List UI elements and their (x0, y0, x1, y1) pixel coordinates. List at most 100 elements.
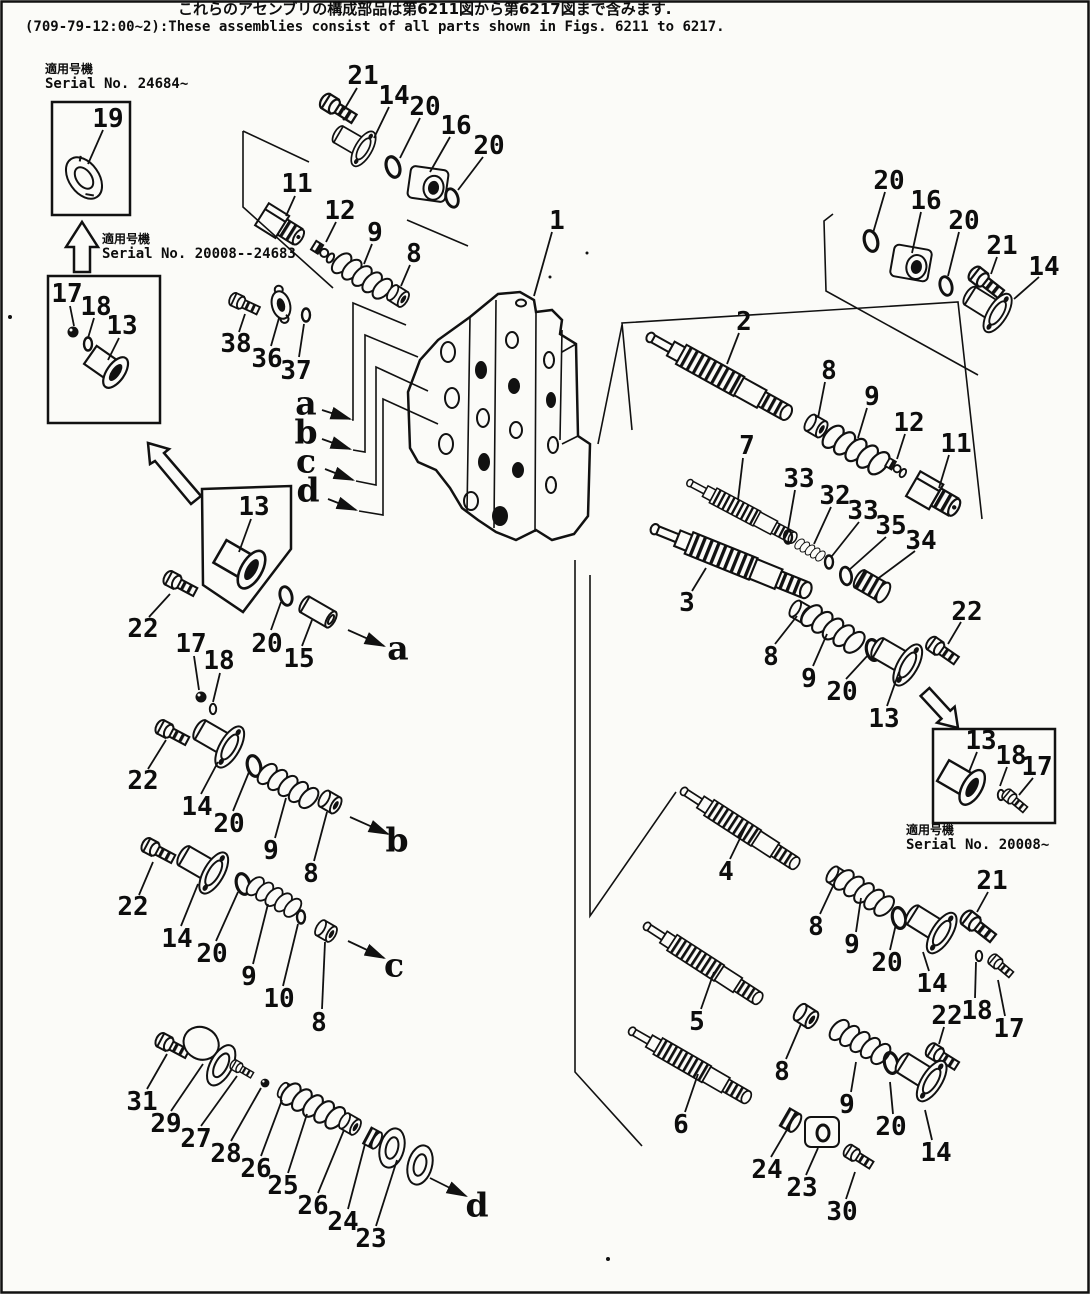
part-number: 14 (181, 792, 212, 822)
part-number: 37 (280, 356, 311, 386)
part-number: 8 (808, 912, 824, 942)
leader-line (321, 941, 326, 1010)
part-number: 14 (378, 81, 409, 111)
serial-note-english: Serial No. 20008~ (906, 837, 1049, 853)
section-indicator-lines (321, 301, 468, 1197)
part-number: 16 (910, 186, 941, 216)
leader-line (200, 1075, 238, 1127)
leader-line (238, 313, 246, 333)
part-number: 22 (951, 597, 982, 627)
part-number: 13 (238, 492, 269, 522)
hollow-arrow-to-left-box (146, 441, 203, 506)
part-number: 9 (367, 218, 383, 248)
leader-line (325, 221, 337, 243)
leader-line (317, 1129, 345, 1194)
leader-line (850, 1061, 857, 1093)
hollow-arrow-to-right-box (918, 686, 960, 730)
section-letter: c (384, 946, 404, 985)
leader-line (282, 923, 299, 987)
serial-note-english: Serial No. 20008--24683 (102, 246, 296, 262)
leader-line (87, 129, 104, 165)
leader-line (700, 971, 715, 1010)
leader-line (260, 1099, 283, 1157)
leader-line (313, 811, 328, 862)
leader-line (787, 489, 796, 531)
leader-line (252, 903, 269, 965)
part-number: 9 (844, 930, 860, 960)
section-letter: a (295, 384, 316, 423)
leader-line (774, 615, 798, 645)
part-number: 8 (303, 859, 319, 889)
leader-line (147, 739, 167, 770)
leader-line (922, 951, 930, 972)
part-number: 27 (180, 1124, 211, 1154)
part-number: 14 (1028, 252, 1059, 282)
part-number: 28 (210, 1139, 241, 1169)
leader-line (429, 136, 451, 173)
part-number: 33 (783, 464, 814, 494)
part-number: 19 (92, 104, 123, 134)
leader-line (1013, 276, 1040, 300)
leader-line (287, 1113, 308, 1174)
leader-line (138, 861, 154, 896)
part-number: 20 (948, 206, 979, 236)
spool-6-assembly (623, 1020, 876, 1172)
part-number: 6 (673, 1110, 689, 1140)
leader-line (726, 332, 740, 365)
part-number: 21 (347, 61, 378, 91)
leader-line (400, 264, 411, 287)
spool-5-assembly (638, 915, 822, 1032)
part-number: 17 (993, 1014, 1024, 1044)
part-number: 24 (751, 1155, 782, 1185)
part-number: 22 (127, 766, 158, 796)
part-number: 13 (965, 726, 996, 756)
part-number: 35 (875, 511, 906, 541)
leader-line (373, 106, 390, 139)
part-number: 26 (297, 1191, 328, 1221)
leader-line (1018, 777, 1034, 796)
diagram-artwork (8, 90, 1057, 1261)
leader-line (896, 433, 906, 460)
part-number: 8 (774, 1057, 790, 1087)
part-number: 12 (324, 196, 355, 226)
leader-line (87, 317, 95, 339)
part-number: 36 (251, 344, 282, 374)
part-number: 12 (893, 408, 924, 438)
leader-line (875, 550, 916, 581)
part-number: 17 (175, 629, 206, 659)
assembly-row-d (152, 1019, 438, 1189)
part-number: 30 (826, 1197, 857, 1227)
part-number: 10 (263, 984, 294, 1014)
part-number: 9 (864, 382, 880, 412)
leader-line (399, 117, 421, 159)
serial-box-20008-parts (931, 727, 1057, 825)
part-number: 18 (203, 646, 234, 676)
serial-note-japanese: 適用号機 (45, 61, 93, 76)
section-letter: b (294, 413, 317, 452)
leader-line (170, 1063, 204, 1112)
leader-line (938, 1026, 945, 1045)
part-number: 29 (150, 1109, 181, 1139)
part-number: 13 (106, 311, 137, 341)
part-number: 20 (875, 1112, 906, 1142)
part-number: 34 (905, 526, 936, 556)
serial-box-20008-24683-parts (46, 274, 162, 425)
leader-line (270, 601, 282, 631)
leader-line (533, 231, 553, 297)
part-number: 21 (986, 231, 1017, 261)
spool-4-assembly (675, 780, 910, 932)
part-number: 13 (868, 704, 899, 734)
leader-line (785, 1023, 802, 1060)
serial-note-japanese: 適用号機 (906, 822, 954, 837)
leader-line (107, 337, 120, 361)
leader-line (301, 619, 313, 647)
part-number: 20 (473, 131, 504, 161)
part-number: 22 (127, 614, 158, 644)
part-number: 20 (871, 948, 902, 978)
leader-line (924, 1109, 933, 1141)
leader-line (999, 766, 1008, 787)
part-number: 20 (826, 677, 857, 707)
leader-line (232, 771, 250, 812)
